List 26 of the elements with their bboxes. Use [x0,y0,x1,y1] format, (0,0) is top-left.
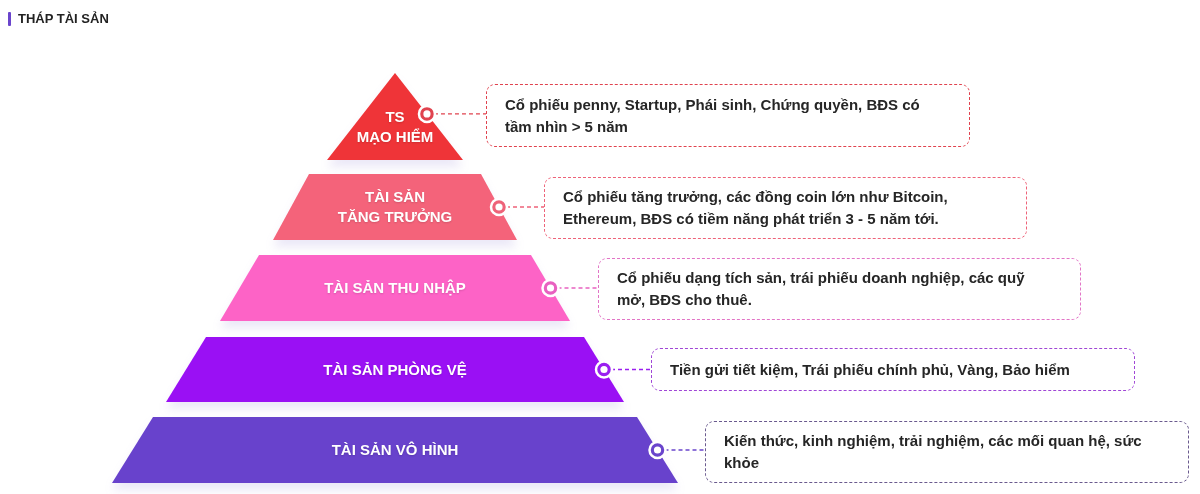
tier-label: TÀI SẢN THU NHẬP [324,278,466,298]
dashed-connector [648,440,706,460]
description-text: Cổ phiếu tăng trưởng, các đồng coin lớn như Bitcoin, Ethereum, BĐS có tiềm năng phát triển 3 - 5 năm tới. [563,187,949,229]
section-title: THÁP TÀI SẢN [18,11,109,27]
callout-box [705,421,1189,483]
callout-box [544,177,1027,239]
callout-box [486,84,970,147]
tier-label: TS MẠO HIỂM [356,107,434,147]
callout-box [598,258,1081,320]
tier-label: TÀI SẢN TĂNG TRƯỞNG [337,187,453,227]
dashed-connector [541,278,599,298]
callout-box [651,348,1135,391]
tier-label: TÀI SẢN PHÒNG VỆ [323,359,467,380]
dashed-connector [489,197,545,217]
description-text: Cổ phiếu dạng tích sản, trái phiếu doanh nghiệp, các quỹ mở, BĐS cho thuê. [617,268,1026,310]
dashed-connector [417,104,487,124]
dashed-connector [594,360,652,379]
description-text: Tiền gửi tiết kiệm, Trái phiếu chính phủ, Vàng, Bảo hiểm [670,359,1070,380]
pyramid-tier [112,417,678,483]
description-text: Kiến thức, kinh nghiệm, trải nghiệm, các mối quan hệ, sức khỏe [724,431,1143,473]
tier-label: TÀI SẢN VÔ HÌNH [331,440,459,460]
description-text: Cổ phiếu penny, Startup, Phái sinh, Chứng quyền, BĐS có tầm nhìn > 5 năm [505,94,921,137]
pyramid-tier [327,73,463,160]
pyramid-tier [166,337,624,402]
pyramid-tier [220,255,570,321]
pyramid-tier [273,174,517,240]
